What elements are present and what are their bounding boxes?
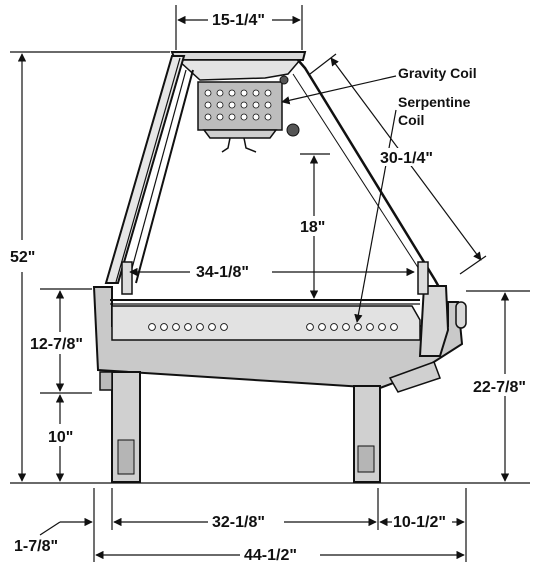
lower-front-panel [388,361,441,393]
dim-front-overhang-label: 10-1/2" [393,514,446,531]
dim-overall-depth-label: 44-1/2" [244,547,297,564]
dim-rear-offset-label: 1-7/8" [14,538,58,555]
dim-base-height: 10" [48,394,73,482]
gravity-coil [197,75,300,153]
serpentine-coil [148,323,398,331]
dim-front-height-label: 22-7/8" [473,379,526,396]
dim-interior-width: 34-1/8" [129,264,415,281]
dim-clearance-label: 18" [300,219,325,236]
gravity-coil-leader [281,75,397,105]
dim-base-depth: 32-1/8" [113,514,377,531]
dim-rear-offset: 1-7/8" [14,517,93,555]
gravity-coil-label: Gravity Coil [398,65,477,81]
serpentine-coil-label-2: Coil [398,112,424,128]
dim-overall-depth: 44-1/2" [95,547,465,564]
dim-top-width: 15-1/4" [175,5,303,50]
dim-overall-height-label: 52" [10,249,35,266]
dim-front-overhang: 10-1/2" [379,514,465,531]
dim-base-depth-label: 32-1/8" [212,514,265,531]
dim-overall-height: 52" [10,51,170,482]
top-cover [176,59,302,81]
serpentine-coil-leader [354,109,397,323]
interior-pan [111,305,421,341]
dim-glass-length: 30-1/4" [309,53,487,275]
top-canopy [170,51,307,61]
dim-top-width-label: 15-1/4" [212,12,265,29]
dim-interior-width-label: 34-1/8" [196,264,249,281]
dim-base-height-label: 10" [48,429,73,446]
front-knob [455,301,467,329]
dim-clearance: 18" [296,153,332,299]
dim-glass-length-label: 30-1/4" [380,150,433,167]
dim-front-height: 22-7/8" [466,290,530,482]
case-body [10,51,530,484]
front-bumper [418,285,450,357]
dim-deck-height: 12-7/8" [30,288,92,394]
serpentine-coil-label: Serpentine [398,94,471,110]
dim-deck-height-label: 12-7/8" [30,336,83,353]
